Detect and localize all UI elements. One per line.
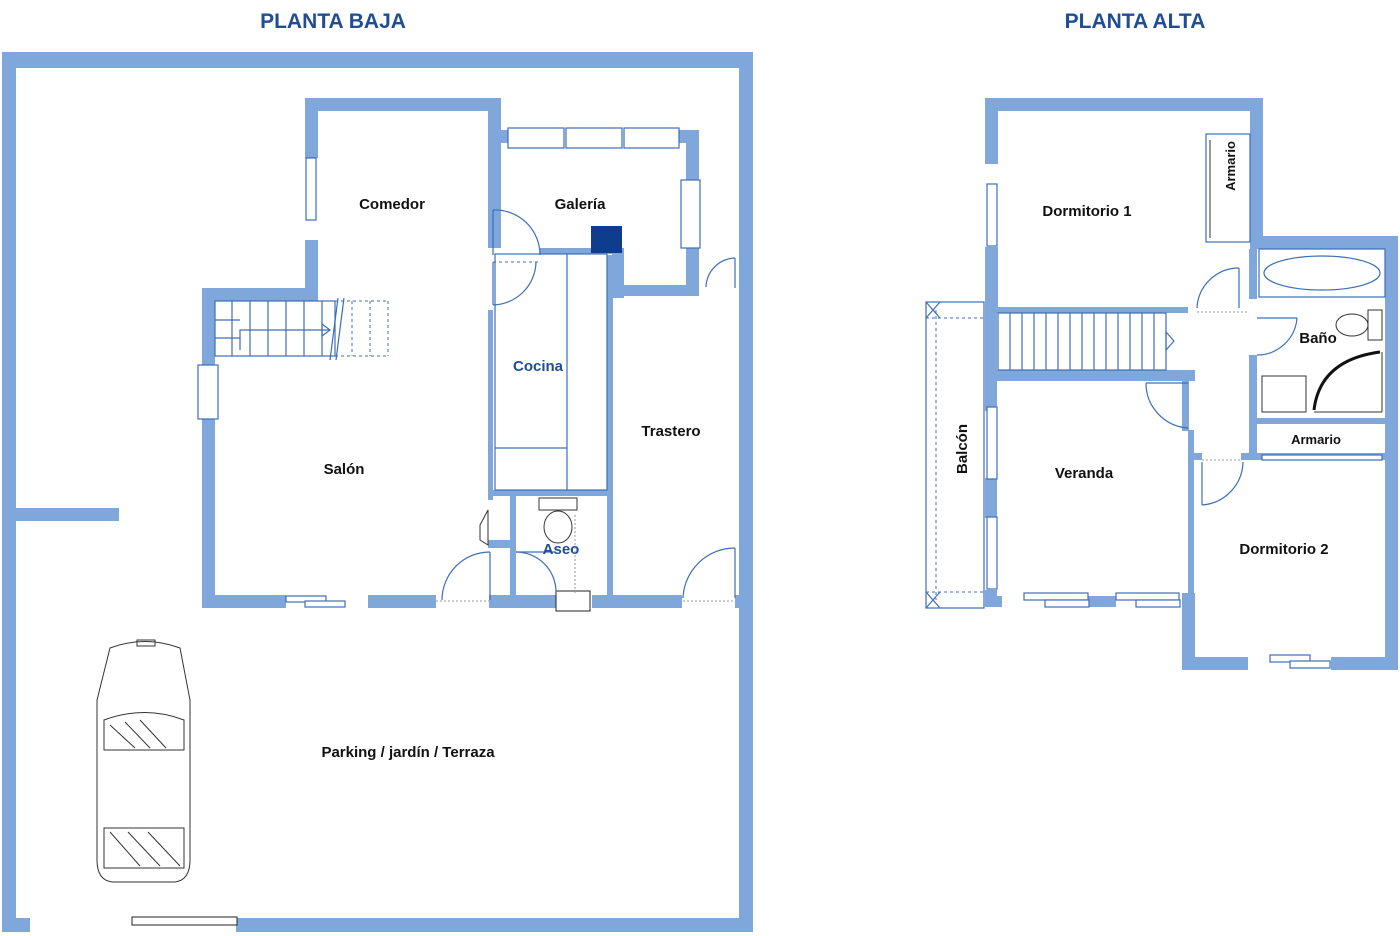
- ground-floor-stairs: [214, 297, 389, 361]
- room-label-aseo: Aseo: [543, 541, 580, 558]
- car-icon: [96, 639, 191, 883]
- upper-floor-stairs: [997, 312, 1175, 371]
- title-planta-baja: PLANTA BAJA: [260, 10, 406, 33]
- boiler-unit: [591, 226, 622, 253]
- room-label-dormitorio-1: Dormitorio 1: [1042, 203, 1131, 220]
- ground-floor-fixtures: [131, 127, 701, 926]
- upper-floor-walls: [985, 98, 1398, 670]
- ground-floor-walls: [2, 52, 753, 932]
- upper-floor-fixtures: [925, 133, 1386, 669]
- room-label-dormitorio-2: Dormitorio 2: [1239, 541, 1328, 558]
- room-label-armario-2: Armario: [1291, 432, 1341, 447]
- upper-floor-doors: [1145, 267, 1298, 506]
- room-label-trastero: Trastero: [641, 423, 700, 440]
- room-label-cocina: Cocina: [513, 358, 564, 375]
- room-label-salon: Salón: [324, 461, 365, 478]
- room-label-balcon: Balcón: [954, 424, 971, 474]
- room-label-comedor: Comedor: [359, 196, 425, 213]
- room-label-parking: Parking / jardín / Terraza: [321, 744, 495, 761]
- room-label-bano: Baño: [1299, 330, 1337, 347]
- room-label-armario-1: Armario: [1223, 141, 1238, 191]
- title-planta-alta: PLANTA ALTA: [1065, 10, 1206, 33]
- ground-floor-doors: [436, 209, 736, 602]
- room-label-galeria: Galería: [555, 196, 607, 213]
- room-label-veranda: Veranda: [1055, 465, 1114, 482]
